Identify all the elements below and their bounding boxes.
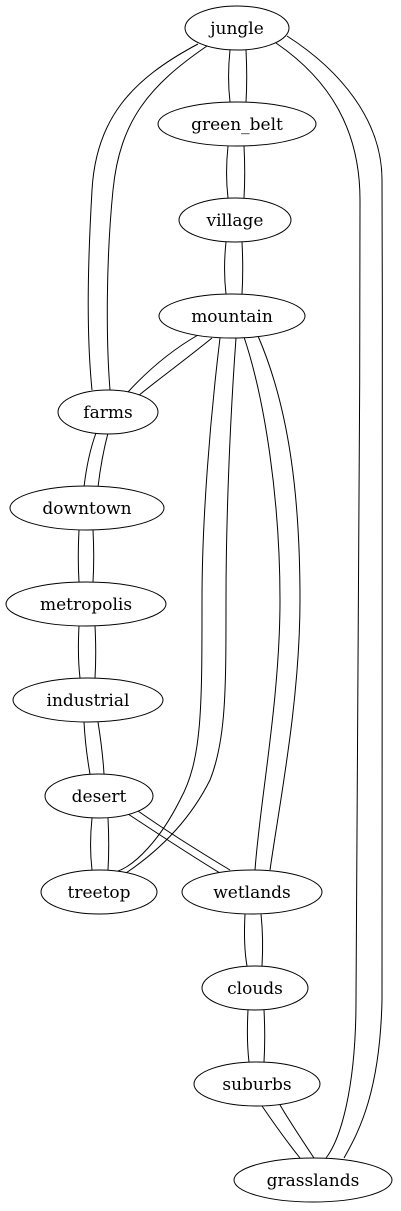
node-shape-village — [178, 197, 292, 243]
edge-mountain-to-farms — [127, 334, 199, 393]
edge-grasslands-to-suburbs — [279, 1104, 315, 1159]
edge-downtown-to-metropolis — [77, 529, 80, 583]
edge-green_belt-to-village — [226, 145, 229, 199]
node-desert: desert — [44, 773, 154, 819]
node-label-mountain: mountain — [191, 307, 273, 327]
node-label-wetlands: wetlands — [213, 883, 291, 903]
edge-jungle-to-green_belt — [228, 49, 231, 103]
edge-industrial-to-metropolis — [94, 625, 97, 679]
edge-wetlands-to-mountain — [257, 335, 301, 871]
edge-desert-to-industrial — [97, 721, 105, 775]
node-label-village: village — [206, 211, 264, 231]
node-shape-desert — [44, 773, 154, 819]
node-shape-treetop — [40, 869, 158, 915]
node-shape-farms — [57, 389, 159, 435]
node-shape-grasslands — [233, 1157, 393, 1203]
node-label-suburbs: suburbs — [222, 1075, 291, 1095]
node-label-treetop: treetop — [67, 883, 130, 903]
node-metropolis: metropolis — [5, 581, 167, 627]
node-clouds: clouds — [201, 965, 309, 1011]
edge-industrial-to-desert — [83, 721, 91, 775]
node-treetop: treetop — [40, 869, 158, 915]
edge-farms-to-downtown — [83, 432, 97, 488]
edge-clouds-to-suburbs — [246, 1009, 250, 1063]
node-shape-metropolis — [5, 581, 167, 627]
edge-mountain-to-wetlands — [243, 336, 281, 871]
node-label-jungle: jungle — [208, 19, 264, 39]
edge-clouds-to-wetlands — [260, 913, 264, 967]
node-label-metropolis: metropolis — [40, 595, 132, 615]
edge-mountain-to-treetop — [117, 337, 221, 872]
node-label-green_belt: green_belt — [191, 115, 283, 135]
edge-treetop-to-mountain — [125, 337, 237, 874]
node-green_belt: green_belt — [157, 101, 317, 147]
node-shape-industrial — [12, 677, 164, 723]
node-shape-wetlands — [181, 869, 323, 915]
edge-farms-to-mountain — [137, 337, 213, 397]
node-industrial: industrial — [12, 677, 164, 723]
edge-wetlands-to-desert — [137, 810, 231, 871]
node-farms: farms — [57, 389, 159, 435]
edge-suburbs-to-grasslands — [261, 1105, 301, 1159]
edge-village-to-green_belt — [243, 145, 246, 199]
edge-treetop-to-desert — [107, 817, 110, 871]
node-label-industrial: industrial — [47, 691, 130, 711]
edge-wetlands-to-clouds — [243, 913, 248, 967]
node-label-grasslands: grasslands — [267, 1171, 360, 1191]
node-label-downtown: downtown — [42, 499, 131, 519]
edge-downtown-to-farms — [97, 432, 109, 488]
edge-desert-to-treetop — [90, 817, 93, 871]
edge-jungle-to-farms — [106, 45, 208, 391]
node-label-clouds: clouds — [227, 979, 283, 999]
node-grasslands: grasslands — [233, 1157, 393, 1203]
node-downtown: downtown — [9, 485, 165, 531]
edge-green_belt-to-jungle — [245, 49, 248, 103]
node-suburbs: suburbs — [193, 1061, 321, 1107]
edge-mountain-to-village — [241, 241, 244, 295]
edge-metropolis-to-downtown — [92, 529, 95, 583]
edge-jungle-to-grasslands — [275, 42, 361, 1159]
node-label-desert: desert — [72, 787, 127, 807]
node-wetlands: wetlands — [181, 869, 323, 915]
edge-desert-to-wetlands — [127, 813, 221, 874]
node-shape-suburbs — [193, 1061, 321, 1107]
node-shape-jungle — [184, 5, 290, 51]
node-shape-downtown — [9, 485, 165, 531]
node-village: village — [178, 197, 292, 243]
edge-farms-to-jungle — [87, 43, 199, 391]
node-shape-mountain — [158, 293, 306, 339]
node-mountain: mountain — [158, 293, 306, 339]
node-jungle: jungle — [184, 5, 290, 51]
node-shape-green_belt — [157, 101, 317, 147]
node-label-farms: farms — [83, 403, 132, 423]
node-shape-clouds — [201, 965, 309, 1011]
edge-metropolis-to-industrial — [77, 625, 81, 679]
edge-suburbs-to-clouds — [263, 1009, 266, 1063]
edge-village-to-mountain — [224, 241, 227, 295]
